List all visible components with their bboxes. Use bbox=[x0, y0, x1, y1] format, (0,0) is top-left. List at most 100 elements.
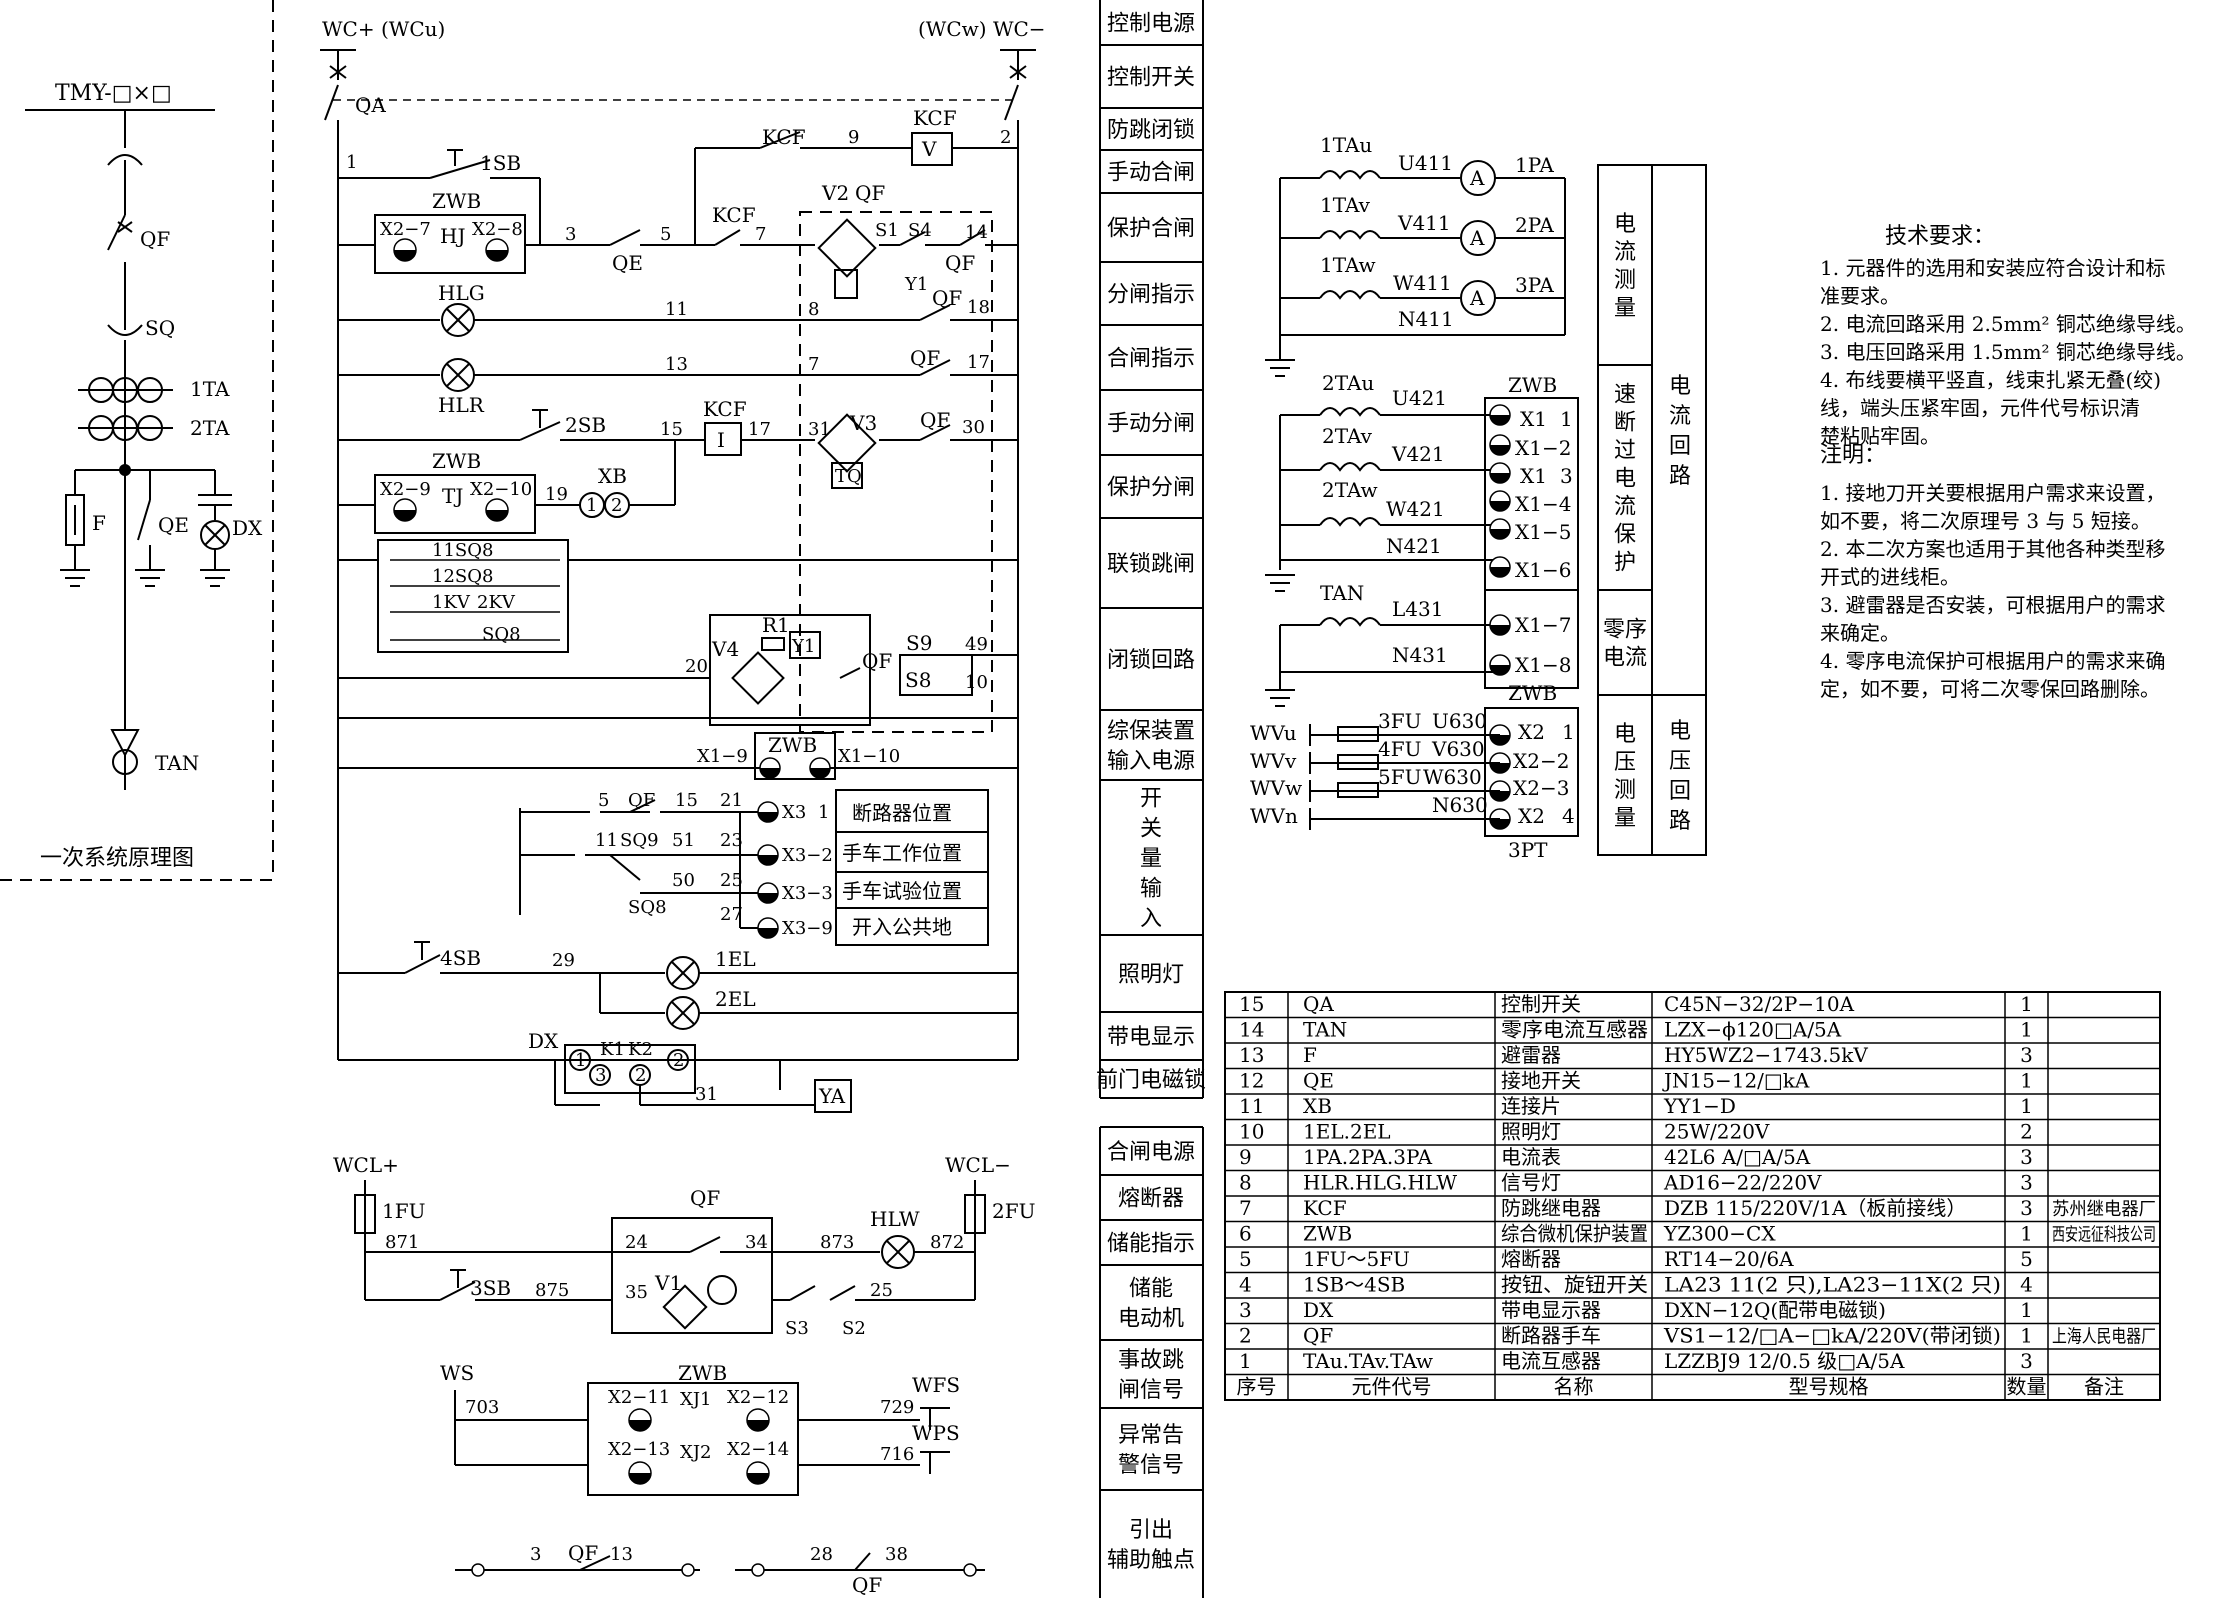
ya-label: YA bbox=[818, 1084, 846, 1108]
function-label: 警信号 bbox=[1118, 1453, 1184, 1478]
segment-overcurrent: 断 bbox=[1614, 411, 1636, 436]
bom-cell: 1 bbox=[1239, 1349, 1252, 1373]
kcf-v-coil: V bbox=[921, 137, 937, 161]
tav1-label: 1TAv bbox=[1320, 193, 1371, 217]
w421-label: W421 bbox=[1386, 497, 1445, 521]
qf-storage-label: QF bbox=[690, 1186, 720, 1210]
sq8-label-2: SQ8 bbox=[628, 897, 667, 918]
zwb-x2-label: ZWB bbox=[1508, 681, 1557, 705]
x3-9-label: X3−9 bbox=[782, 918, 833, 939]
note-line: 如不要，将二次原理号 3 与 5 短接。 bbox=[1820, 509, 2151, 533]
note-line: 3. 避雷器是否安装，可根据用户的需求 bbox=[1820, 593, 2165, 617]
wire-19: 19 bbox=[545, 484, 568, 505]
wire-20: 20 bbox=[685, 656, 708, 677]
primary-caption: 一次系统原理图 bbox=[40, 846, 194, 871]
pa2-ammeter: A bbox=[1469, 226, 1485, 250]
x1-3-label: X1 bbox=[1520, 464, 1547, 488]
function-label: 前门电磁锁 bbox=[1096, 1068, 1206, 1093]
busbar-label: TMY-□×□ bbox=[55, 81, 172, 106]
function-label: 异常告 bbox=[1118, 1423, 1184, 1448]
wire-9: 9 bbox=[848, 127, 859, 148]
fu5-label: 5FU bbox=[1378, 765, 1421, 789]
function-label: 熔断器 bbox=[1118, 1187, 1184, 1212]
wcl-plus-label: WCL+ bbox=[333, 1153, 399, 1177]
u421-label: U421 bbox=[1392, 386, 1447, 410]
zwb-sig-label: ZWB bbox=[678, 1361, 727, 1385]
kv1-label: 1KV bbox=[432, 592, 471, 613]
bom-cell: 5 bbox=[1239, 1247, 1252, 1271]
bom-cell: ZWB bbox=[1303, 1222, 1352, 1246]
bom-cell: 断路器手车 bbox=[1501, 1324, 1601, 1348]
segment-overcurrent: 电 bbox=[1614, 467, 1636, 492]
storage-circuit: WCL+ WCL− 1FU 871 2FU 872 QF 24 34 873 H… bbox=[333, 1153, 1035, 1597]
taw2-label: 2TAw bbox=[1322, 478, 1378, 502]
qf-box-label: QF bbox=[855, 181, 885, 205]
function-label: 照明灯 bbox=[1118, 963, 1184, 988]
wire-25b: 25 bbox=[870, 1280, 893, 1301]
wire-31b: 31 bbox=[695, 1084, 718, 1105]
x2-10-label: X2−10 bbox=[470, 479, 532, 500]
bom-cell: 苏州继电器厂 bbox=[2052, 1199, 2156, 1220]
kcf-v-label: KCF bbox=[913, 106, 957, 130]
group-current-loop: 路 bbox=[1669, 464, 1691, 489]
x2-4-num: 4 bbox=[1562, 804, 1575, 828]
wire-1: 1 bbox=[346, 152, 357, 173]
bom-cell: HY5WZ2−1743.5kV bbox=[1664, 1043, 1868, 1067]
note-line: 楚粘贴牢固。 bbox=[1820, 424, 1940, 448]
segment-zero-sequence: 零序 bbox=[1603, 618, 1647, 643]
n630-label: N630 bbox=[1432, 793, 1488, 817]
x2-1-num: 1 bbox=[1562, 720, 1575, 744]
bom-cell: QE bbox=[1303, 1069, 1334, 1093]
bom-cell: QF bbox=[1303, 1324, 1333, 1348]
hlw-label: HLW bbox=[870, 1207, 920, 1231]
bom-cell: 6 bbox=[1239, 1222, 1252, 1246]
bom-cell: HLR.HLG.HLW bbox=[1303, 1171, 1457, 1195]
hlr-label: HLR bbox=[438, 393, 485, 417]
segment-current-measure: 电 bbox=[1614, 212, 1636, 237]
function-label: 引出 bbox=[1129, 1518, 1173, 1543]
wfs-label: WFS bbox=[912, 1373, 960, 1397]
pa1-ammeter: A bbox=[1469, 166, 1485, 190]
dx-pin2: 2 bbox=[673, 1050, 684, 1071]
qf-contact-14-label: QF bbox=[945, 251, 975, 275]
wire-18: 18 bbox=[967, 297, 990, 318]
function-label: 防跳闭锁 bbox=[1107, 118, 1195, 143]
zwb-label-2: ZWB bbox=[432, 449, 481, 473]
bom-cell: 3 bbox=[2020, 1145, 2033, 1169]
k1-label: K1 bbox=[600, 1039, 625, 1060]
bom-cell: 3 bbox=[1239, 1298, 1252, 1322]
function-label: 控制开关 bbox=[1107, 66, 1195, 91]
x1-4-label: X1−4 bbox=[1515, 492, 1571, 516]
bom-cell: 1SB～4SB bbox=[1303, 1273, 1405, 1297]
ta1-label: 1TA bbox=[190, 377, 230, 401]
wire-25: 25 bbox=[720, 870, 743, 891]
wire-13b: 13 bbox=[610, 1544, 633, 1565]
input-cart-work-position: 手车工作位置 bbox=[842, 841, 962, 865]
wire-872: 872 bbox=[930, 1232, 964, 1253]
wvw-label: WVw bbox=[1250, 776, 1302, 800]
bom-cell: 避雷器 bbox=[1501, 1043, 1561, 1067]
bom-cell: 电流表 bbox=[1501, 1145, 1561, 1169]
bom-cell: LZX−ϕ120□A/5A bbox=[1664, 1018, 1842, 1042]
bom-cell: 12 bbox=[1239, 1069, 1264, 1093]
sb2-label: 2SB bbox=[565, 413, 606, 437]
x3-label: X3 bbox=[782, 802, 806, 823]
wc-plus-label: WC+ (WCu) bbox=[322, 17, 445, 41]
bom-cell: AD16−22/220V bbox=[1663, 1171, 1822, 1195]
input-cart-test-position: 手车试验位置 bbox=[842, 879, 962, 903]
function-label: 综保装置 bbox=[1107, 719, 1195, 744]
segment-current-measure: 量 bbox=[1614, 296, 1636, 321]
input-breaker-position: 断路器位置 bbox=[852, 801, 952, 825]
zwb-label-3: ZWB bbox=[768, 733, 817, 757]
group-voltage-loop: 路 bbox=[1669, 809, 1691, 834]
k2-label: K2 bbox=[628, 1039, 653, 1060]
note-line: 4. 零序电流保护可根据用户的需求来确 bbox=[1820, 649, 2165, 673]
notes-lines2: 1. 接地刀开关要根据用户需求来设置，如不要，将二次原理号 3 与 5 短接。2… bbox=[1820, 481, 2165, 701]
qa-label: QA bbox=[355, 93, 386, 117]
fu1-label: 1FU bbox=[382, 1199, 425, 1223]
bom-cell: YY1−D bbox=[1663, 1094, 1736, 1118]
wire-38: 38 bbox=[885, 1544, 908, 1565]
note-line: 1. 接地刀开关要根据用户需求来设置， bbox=[1820, 481, 2165, 505]
